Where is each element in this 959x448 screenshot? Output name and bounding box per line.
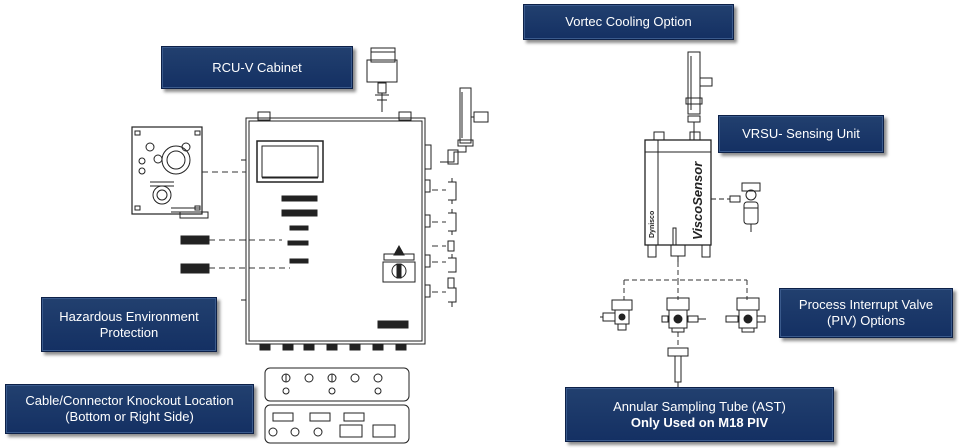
cabinet-callout-lines xyxy=(202,171,446,293)
side-gland-options xyxy=(447,178,457,307)
knockout-line1: Cable/Connector Knockout Location xyxy=(25,393,234,408)
piv-valve-center xyxy=(661,297,706,333)
ast-label: Annular Sampling Tube (AST) Only Used on… xyxy=(565,387,834,442)
vortec-cooler-sensor xyxy=(685,51,713,140)
sensor-brand-text: ViscoSensor xyxy=(690,161,705,240)
hazardous-protection-panel xyxy=(131,126,209,219)
tag-plate-2 xyxy=(180,263,210,274)
vortec-cooling-label: Vortec Cooling Option xyxy=(523,4,734,40)
company-mark-text: Dynisco xyxy=(649,211,656,238)
ast-line1: Annular Sampling Tube (AST) xyxy=(613,398,786,414)
rcu-cabinet-drawing xyxy=(241,111,432,351)
hazardous-line1: Hazardous Environment xyxy=(59,308,199,324)
rcu-cabinet-label: RCU-V Cabinet xyxy=(161,46,353,89)
annular-sampling-tube xyxy=(667,347,689,392)
ast-line2: Only Used on M18 PIV xyxy=(630,414,769,430)
vrsu-sensing-text: VRSU- Sensing Unit xyxy=(742,126,860,141)
piv-line1: Process Interrupt Valve xyxy=(798,297,934,312)
rcu-cabinet-text: RCU-V Cabinet xyxy=(212,59,302,75)
piv-valve-left xyxy=(600,299,633,331)
vortec-cooling-text: Vortec Cooling Option xyxy=(565,14,692,29)
knockout-plate-top xyxy=(264,367,410,402)
piv-valve-right xyxy=(725,297,766,333)
piv-callout-lines xyxy=(623,262,748,348)
knockout-location-label: Cable/Connector Knockout Location (Botto… xyxy=(5,384,254,434)
knockout-line2: (Bottom or Right Side) xyxy=(65,409,194,424)
piv-line2: (PIV) Options xyxy=(826,313,906,328)
cabinet-vortec-cooler xyxy=(440,87,489,165)
visco-sensor-unit: ViscoSensor Dynisco xyxy=(644,131,712,262)
hazardous-line2: Protection xyxy=(99,324,159,340)
vrsu-sensing-label: VRSU- Sensing Unit xyxy=(718,115,884,153)
warning-triangle-icon xyxy=(393,244,405,256)
cabinet-purge-unit xyxy=(366,47,398,112)
air-filter-regulator xyxy=(711,182,761,232)
tag-plate-1 xyxy=(180,235,210,245)
hazardous-protection-label: Hazardous Environment Protection xyxy=(41,297,217,352)
hmi-display xyxy=(256,140,324,183)
knockout-plate-bottom xyxy=(264,404,410,444)
piv-options-label: Process Interrupt Valve (PIV) Options xyxy=(779,288,953,338)
